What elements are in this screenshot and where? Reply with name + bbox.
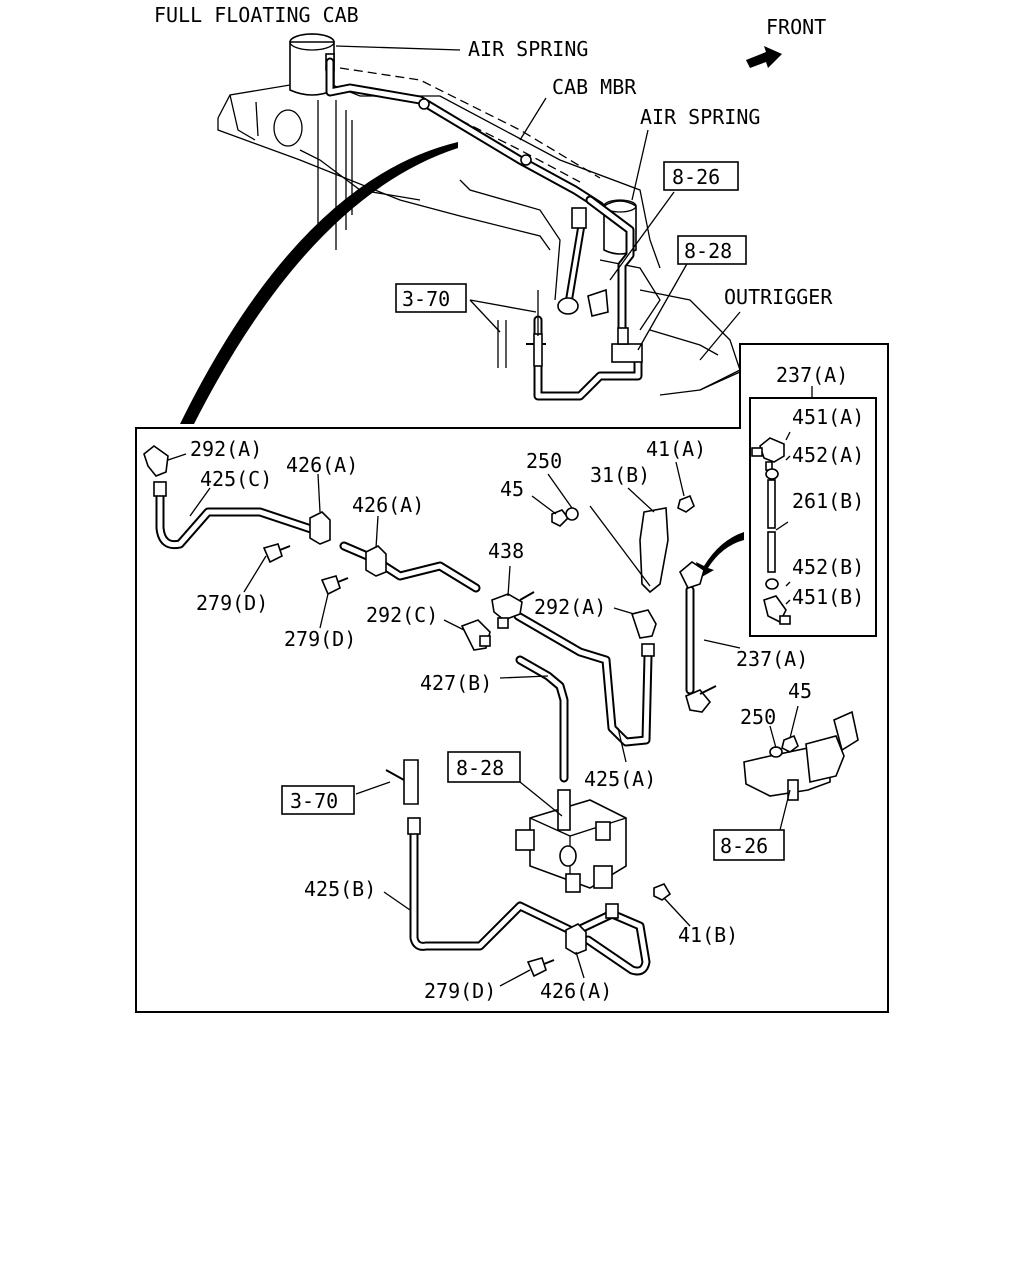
front-label: FRONT [766,15,826,39]
label-250-2: 250 [740,705,776,729]
kit-item-452b: 452(B) [792,555,864,579]
label-426a-1: 426(A) [286,453,358,477]
label-237a-right: 237(A) [736,647,808,671]
ref-box-8-26-top[interactable]: 8-26 [663,161,739,191]
overview-leaders [335,45,741,361]
label-425c: 425(C) [200,467,272,491]
svg-text:8-26: 8-26 [720,834,768,858]
detail-pipes [155,487,695,976]
svg-text:8-28: 8-28 [456,756,504,780]
kit-item-451b: 451(B) [792,585,864,609]
detail-parts [143,444,859,978]
ref-box-8-28-detail[interactable]: 8-28 [447,751,521,783]
detail-leaders [167,453,799,987]
label-cab-mbr: CAB MBR [552,75,637,99]
zoom-arrow [180,142,458,424]
label-425b: 425(B) [304,877,376,901]
ref-box-8-28-top[interactable]: 8-28 [677,235,747,265]
label-427b: 427(B) [420,671,492,695]
label-air-spring-right: AIR SPRING [640,105,760,129]
overview-drawing [217,33,741,401]
ref-box-8-26-detail[interactable]: 8-26 [713,829,785,861]
label-279d-2: 279(D) [284,627,356,651]
label-45-2: 45 [788,679,812,703]
label-41b: 41(B) [678,923,738,947]
label-292a-mid: 292(A) [534,595,606,619]
label-45-1: 45 [500,477,524,501]
label-31b: 31(B) [590,463,650,487]
label-279d-3: 279(D) [424,979,496,1003]
svg-text:3-70: 3-70 [402,287,450,311]
svg-text:8-28: 8-28 [684,239,732,263]
label-outrigger: OUTRIGGER [724,285,833,309]
svg-text:3-70: 3-70 [290,789,338,813]
front-arrow-icon [746,46,782,68]
label-292a-top: 292(A) [190,437,262,461]
ref-box-3-70-detail[interactable]: 3-70 [281,785,355,815]
label-250-1: 250 [526,449,562,473]
kit-item-261b: 261(B) [792,489,864,513]
label-air-spring-top: AIR SPRING [468,37,588,61]
label-41a: 41(A) [646,437,706,461]
kit-item-451a: 451(A) [792,405,864,429]
label-438: 438 [488,539,524,563]
kit-title: 237(A) [776,363,848,387]
kit-box-237a: 237(A) 451(A) 452(A) 261(B) 452(B) 451(B… [749,363,877,637]
label-279d-1: 279(D) [196,591,268,615]
page-title: FULL FLOATING CAB [154,3,359,27]
detail-frame [135,343,889,1013]
label-292c: 292(C) [366,603,438,627]
svg-text:8-26: 8-26 [672,165,720,189]
label-426a-3: 426(A) [540,979,612,1003]
ref-box-3-70-top[interactable]: 3-70 [395,283,467,313]
kit-item-452a: 452(A) [792,443,864,467]
label-426a-2: 426(A) [352,493,424,517]
kit-arrow [696,532,744,578]
label-425a: 425(A) [584,767,656,791]
